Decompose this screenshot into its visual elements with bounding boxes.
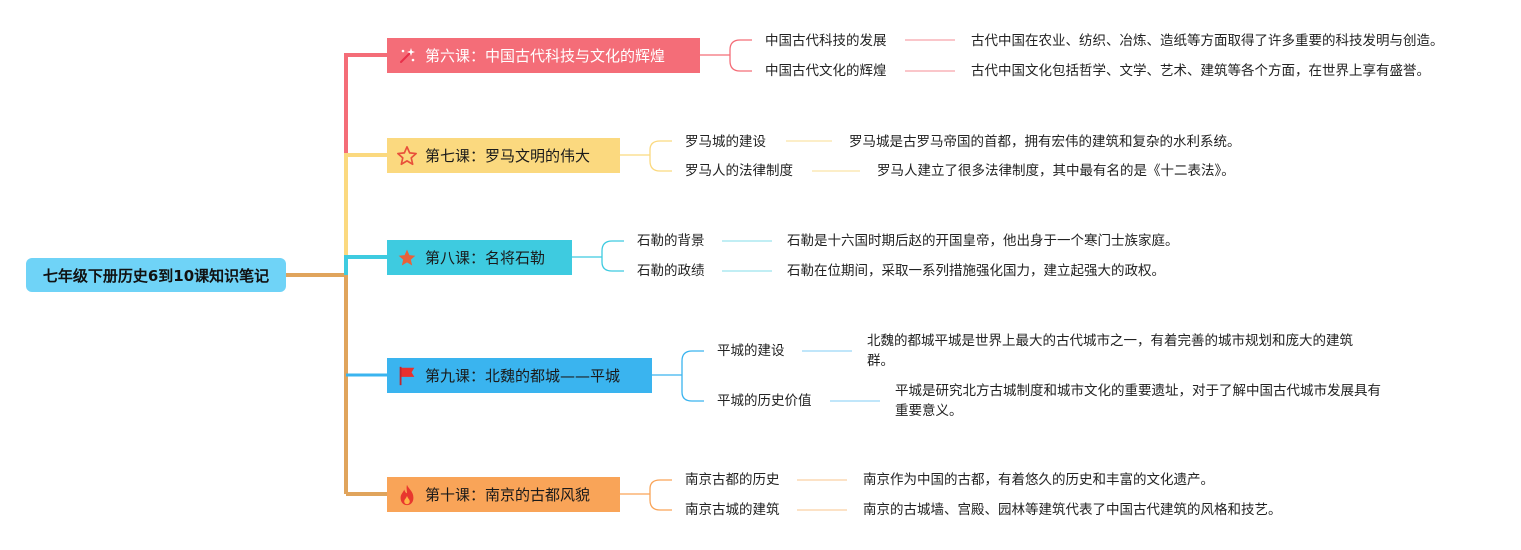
star-outline-icon bbox=[395, 144, 419, 168]
lesson-6-detail-2: 古代中国文化包括哲学、文学、艺术、建筑等各个方面，在世界上享有盛誉。 bbox=[971, 63, 1430, 79]
lesson-7-title: 第七课：罗马文明的伟大 bbox=[425, 147, 591, 165]
lesson-10-topic[interactable]: 第十课：南京的古都风貌 bbox=[387, 477, 620, 512]
lesson-10-title: 第十课：南京的古都风貌 bbox=[425, 486, 591, 504]
lesson-7-detail-1: 罗马城是古罗马帝国的首都，拥有宏伟的建筑和复杂的水利系统。 bbox=[849, 134, 1241, 150]
lesson-10-sub-1[interactable]: 南京古都的历史 bbox=[685, 472, 780, 488]
lesson-8-sub-2[interactable]: 石勒的政绩 bbox=[637, 263, 705, 279]
lesson-6-topic[interactable]: 第六课：中国古代科技与文化的辉煌 bbox=[387, 38, 700, 73]
lesson-10-sub-2[interactable]: 南京古城的建筑 bbox=[685, 502, 780, 518]
lesson-8-detail-1: 石勒是十六国时期后赵的开国皇帝，他出身于一个寒门士族家庭。 bbox=[787, 233, 1179, 249]
lesson-9-title: 第九课：北魏的都城——平城 bbox=[425, 367, 621, 385]
lesson-9-sub-2[interactable]: 平城的历史价值 bbox=[717, 393, 812, 409]
fire-icon bbox=[395, 483, 419, 507]
lesson-8-title: 第八课：名将石勒 bbox=[425, 249, 546, 267]
lesson-10-detail-2: 南京的古城墙、宫殿、园林等建筑代表了中国古代建筑的风格和技艺。 bbox=[863, 502, 1282, 518]
lesson-8-sub-1[interactable]: 石勒的背景 bbox=[637, 233, 705, 249]
lesson-7-topic[interactable]: 第七课：罗马文明的伟大 bbox=[387, 138, 620, 173]
lesson-6-sub-2[interactable]: 中国古代文化的辉煌 bbox=[765, 63, 887, 79]
lesson-8-detail-2: 石勒在位期间，采取一系列措施强化国力，建立起强大的政权。 bbox=[787, 263, 1165, 279]
lesson-10-detail-1: 南京作为中国的古都，有着悠久的历史和丰富的文化遗产。 bbox=[863, 472, 1214, 488]
sparkle-icon bbox=[395, 44, 419, 68]
lesson-9-topic[interactable]: 第九课：北魏的都城——平城 bbox=[387, 358, 652, 393]
lesson-8-topic[interactable]: 第八课：名将石勒 bbox=[387, 240, 572, 275]
lesson-9-detail-2: 平城是研究北方古城制度和城市文化的重要遗址，对于了解中国古代城市发展具有重要意义… bbox=[895, 383, 1381, 419]
lesson-9-detail-1: 北魏的都城平城是世界上最大的古代城市之一，有着完善的城市规划和庞大的建筑群。 bbox=[867, 333, 1353, 369]
star-filled-icon bbox=[395, 246, 419, 270]
lesson-6-detail-1: 古代中国在农业、纺织、冶炼、造纸等方面取得了许多重要的科技发明与创造。 bbox=[971, 33, 1444, 49]
lesson-6-title: 第六课：中国古代科技与文化的辉煌 bbox=[425, 47, 666, 65]
lesson-7-detail-2: 罗马人建立了很多法律制度，其中最有名的是《十二表法》。 bbox=[877, 163, 1235, 179]
flag-icon bbox=[395, 364, 419, 388]
lesson-7-sub-1[interactable]: 罗马城的建设 bbox=[685, 134, 766, 150]
lesson-9-sub-1[interactable]: 平城的建设 bbox=[717, 343, 785, 359]
root-topic[interactable]: 七年级下册历史6到10课知识笔记 bbox=[26, 258, 286, 292]
lesson-6-sub-1[interactable]: 中国古代科技的发展 bbox=[765, 33, 887, 49]
lesson-7-sub-2[interactable]: 罗马人的法律制度 bbox=[685, 163, 793, 179]
